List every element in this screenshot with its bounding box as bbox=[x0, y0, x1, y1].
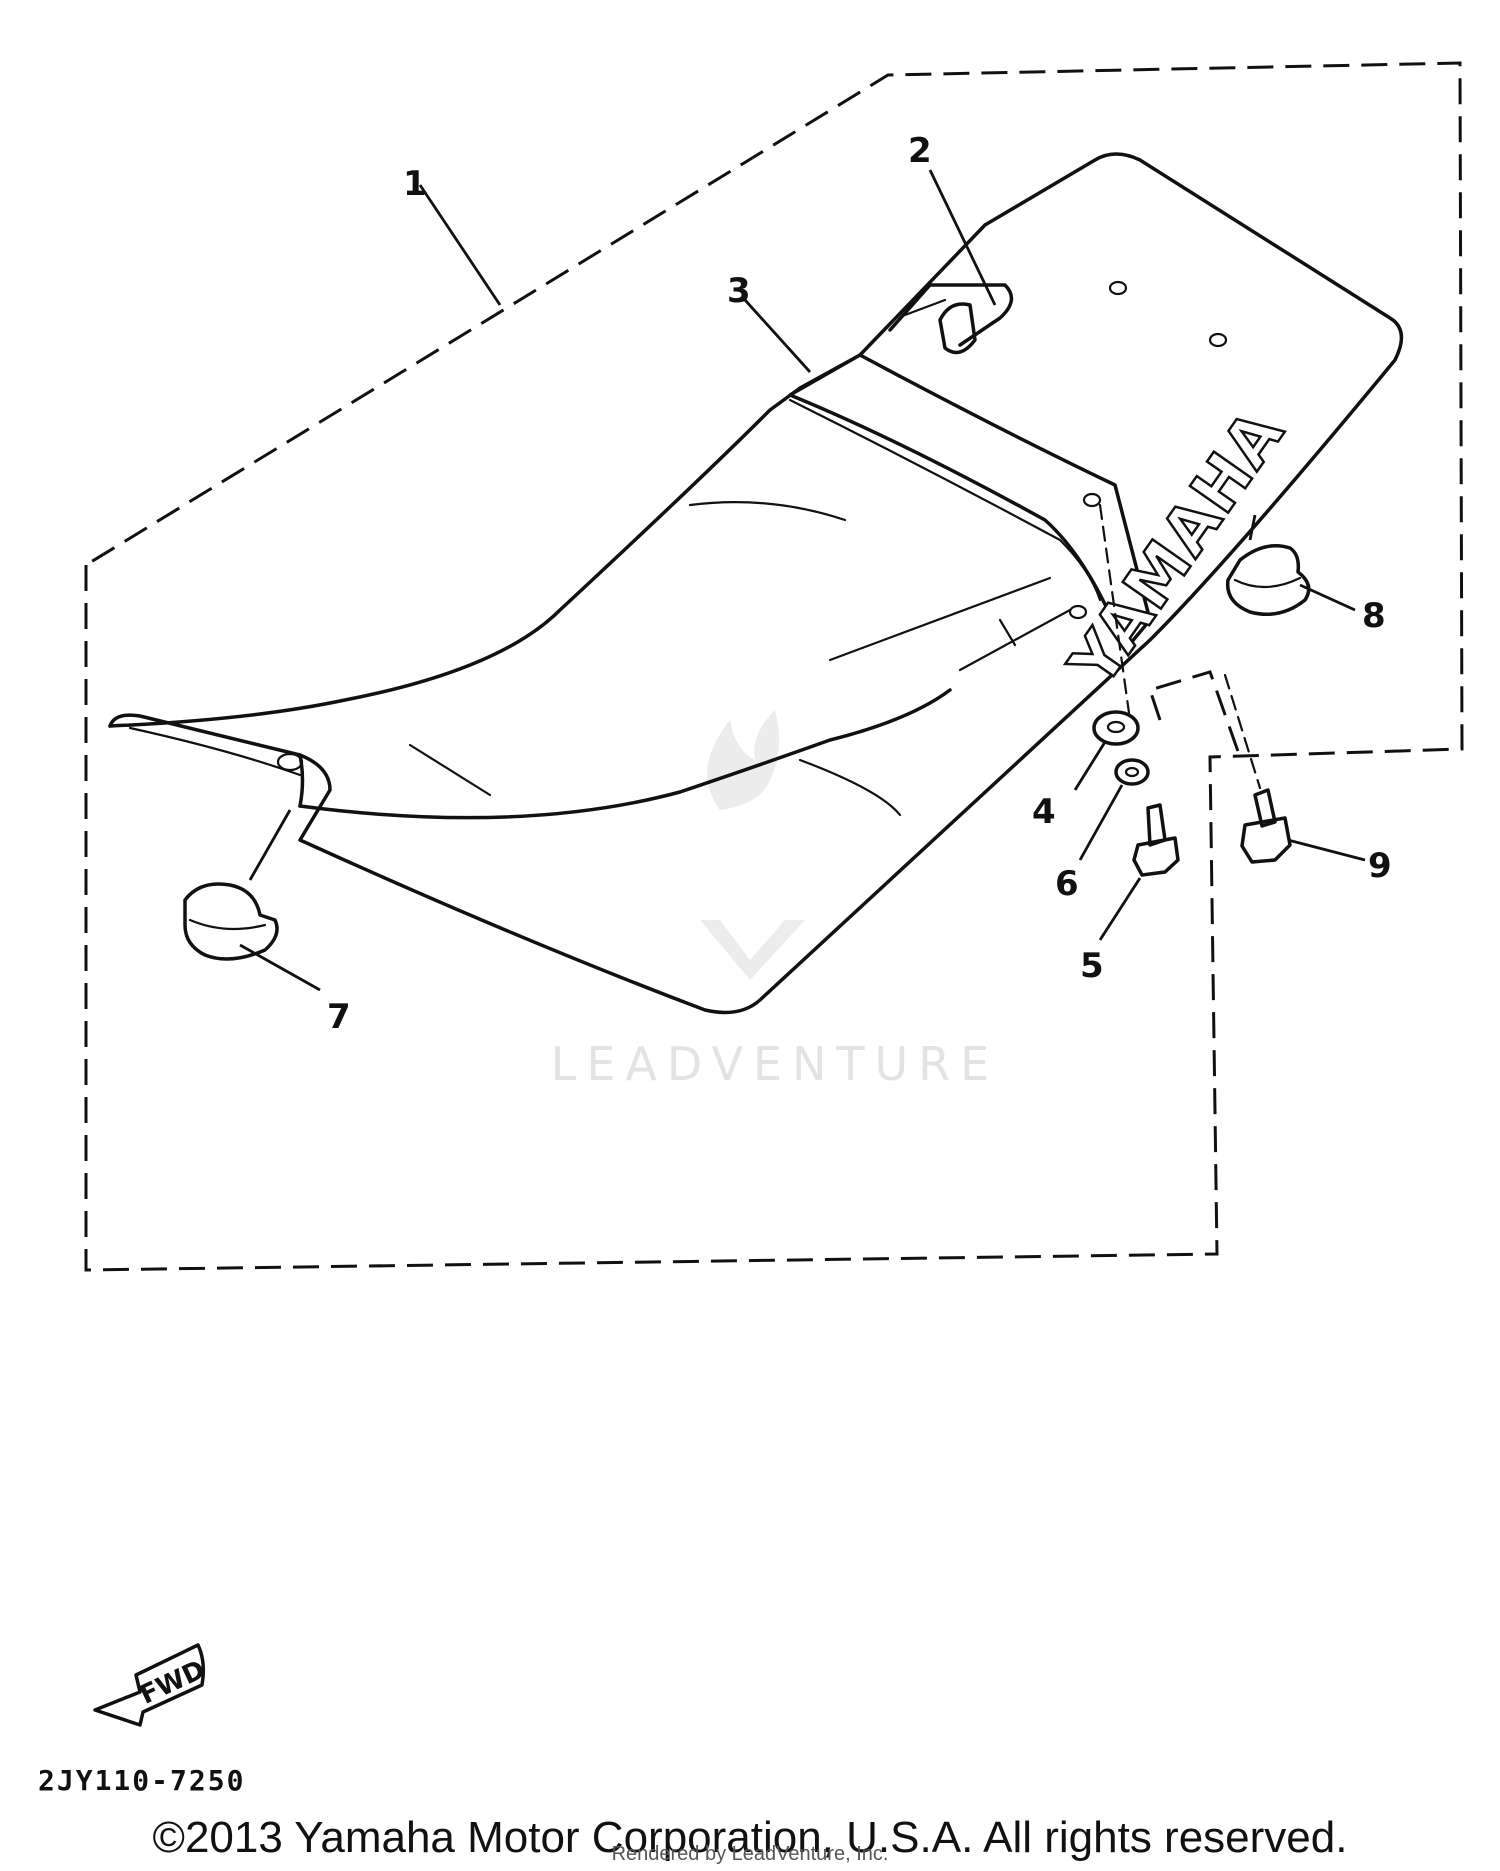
callout-7: 7 bbox=[327, 997, 351, 1037]
damper-7 bbox=[183, 882, 279, 961]
callout-8: 8 bbox=[1362, 596, 1386, 636]
bolt-axis-5 bbox=[1098, 503, 1132, 722]
seat-cushion-edge bbox=[298, 688, 952, 820]
leader-7-mount bbox=[248, 809, 292, 881]
part-code: 2JY110-7250 bbox=[38, 1764, 245, 1797]
seat-strap bbox=[788, 353, 1152, 652]
render-note: Rendered by LeadVenture, Inc. bbox=[612, 1843, 889, 1865]
mount-hole bbox=[1082, 492, 1102, 508]
callout-6: 6 bbox=[1055, 864, 1079, 904]
leader-6 bbox=[1078, 784, 1124, 861]
seat-shading-5 bbox=[998, 618, 1017, 647]
seat-base-outline bbox=[108, 152, 1404, 1015]
watermark-text: LEADVENTURE bbox=[551, 1037, 1000, 1091]
bolt-9 bbox=[1240, 788, 1292, 864]
assembly-boundary bbox=[84, 61, 1464, 1272]
mount-hole bbox=[276, 752, 304, 772]
leader-3 bbox=[743, 299, 812, 373]
leader-9 bbox=[1287, 838, 1366, 862]
seat-cushion-top bbox=[108, 223, 987, 728]
callout-4: 4 bbox=[1032, 792, 1056, 832]
seat-hinge bbox=[888, 283, 1014, 355]
leader-8-mount bbox=[1248, 514, 1257, 541]
seat-shading-1 bbox=[688, 501, 847, 522]
fwd-arrow-icon bbox=[93, 1643, 206, 1727]
leadventure-logo-icon bbox=[700, 710, 805, 980]
callout-1: 1 bbox=[403, 164, 427, 204]
lock-washer-6 bbox=[1114, 758, 1150, 786]
copyright-notice: ©2013 Yamaha Motor Corporation, U.S.A. A… bbox=[153, 1813, 1348, 1862]
callout-5: 5 bbox=[1080, 946, 1104, 986]
leader-7 bbox=[239, 943, 321, 992]
damper-8 bbox=[1225, 544, 1311, 616]
callout-9: 9 bbox=[1368, 846, 1392, 886]
leader-2 bbox=[928, 169, 997, 306]
seat-strap-inner bbox=[788, 398, 1102, 602]
leader-8 bbox=[1299, 583, 1356, 612]
bolt-5 bbox=[1132, 803, 1180, 877]
seat-shading-2 bbox=[828, 576, 1052, 662]
fwd-label: FWD bbox=[135, 1655, 209, 1711]
callout-3: 3 bbox=[727, 271, 751, 311]
leader-1 bbox=[418, 184, 502, 306]
leadventure-watermark: LEADVENTURE bbox=[551, 710, 1000, 1091]
mount-hole bbox=[1068, 604, 1088, 620]
seat-side-curve bbox=[798, 758, 902, 817]
leader-4 bbox=[1073, 741, 1107, 791]
fwd-arrow: FWD bbox=[93, 1643, 210, 1727]
washer-4 bbox=[1092, 710, 1140, 746]
seat-shading-3 bbox=[958, 608, 1072, 672]
bolt-group-boundary bbox=[1148, 670, 1242, 758]
leader-5 bbox=[1098, 877, 1142, 941]
callout-2: 2 bbox=[908, 131, 932, 171]
bolt-axis-9 bbox=[1223, 673, 1262, 790]
mount-hole bbox=[1208, 332, 1228, 348]
seat-shading-4 bbox=[408, 743, 492, 797]
seat-assembly: YAMAHA bbox=[108, 152, 1404, 1015]
mount-hole bbox=[1108, 280, 1128, 296]
